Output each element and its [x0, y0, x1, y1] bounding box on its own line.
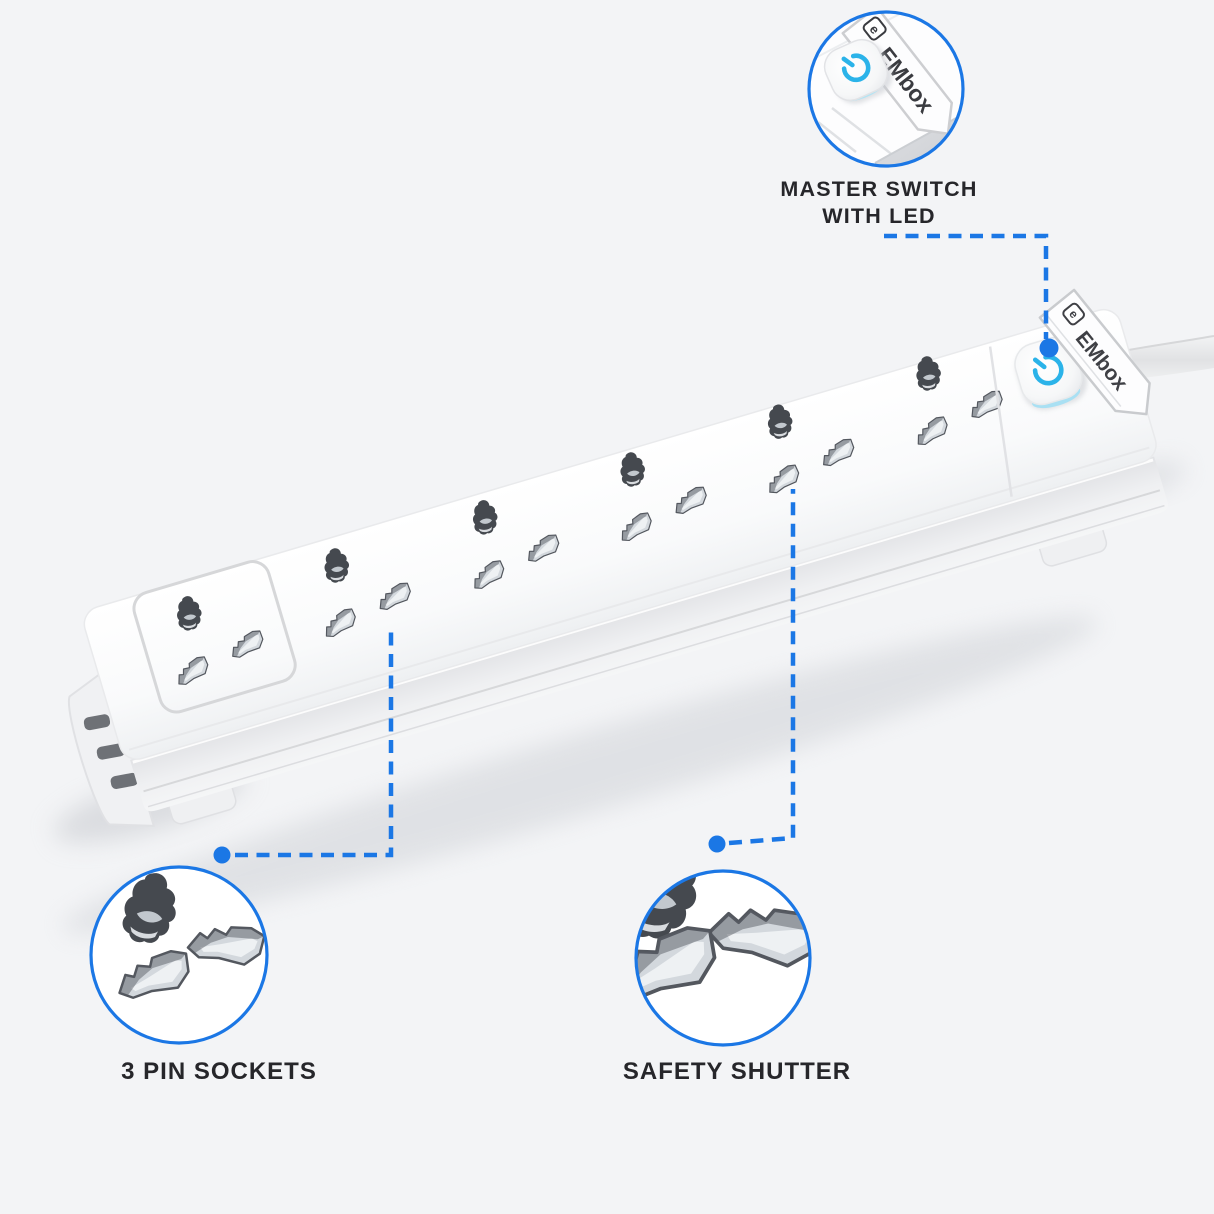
zoom-power-button — [823, 38, 893, 104]
leader-line-master-switch — [884, 233, 1049, 339]
end-cap-vents — [83, 714, 138, 789]
master-switch-label-line2: WITH LED — [822, 204, 936, 228]
leader-lines — [235, 233, 1049, 858]
callout-circle-border — [807, 10, 965, 168]
leader-line-pin-sockets — [235, 629, 394, 858]
callout-circle-border — [634, 869, 812, 1047]
master-switch-label: MASTER SWITCH WITH LED — [780, 176, 977, 230]
end-cap — [67, 666, 156, 827]
panel-groove — [988, 346, 1013, 497]
leader-dot-master-switch — [1039, 338, 1059, 358]
socket-outline — [132, 560, 297, 714]
leader-dot-safety-shutter — [708, 835, 726, 853]
brand-icon: e — [1062, 302, 1085, 326]
master-switch-label-line1: MASTER SWITCH — [780, 177, 978, 201]
leader-dot-pin-sockets — [213, 846, 231, 864]
pin-sockets-label: 3 PIN SOCKETS — [121, 1058, 317, 1085]
callout-safety-shutter-zoom — [634, 869, 812, 1047]
master-switch-button — [1014, 336, 1088, 410]
safety-shutter-label: SAFETY SHUTTER — [622, 1058, 852, 1085]
callout-pin-sockets-zoom — [89, 865, 269, 1045]
callout-circle-border — [89, 865, 269, 1045]
